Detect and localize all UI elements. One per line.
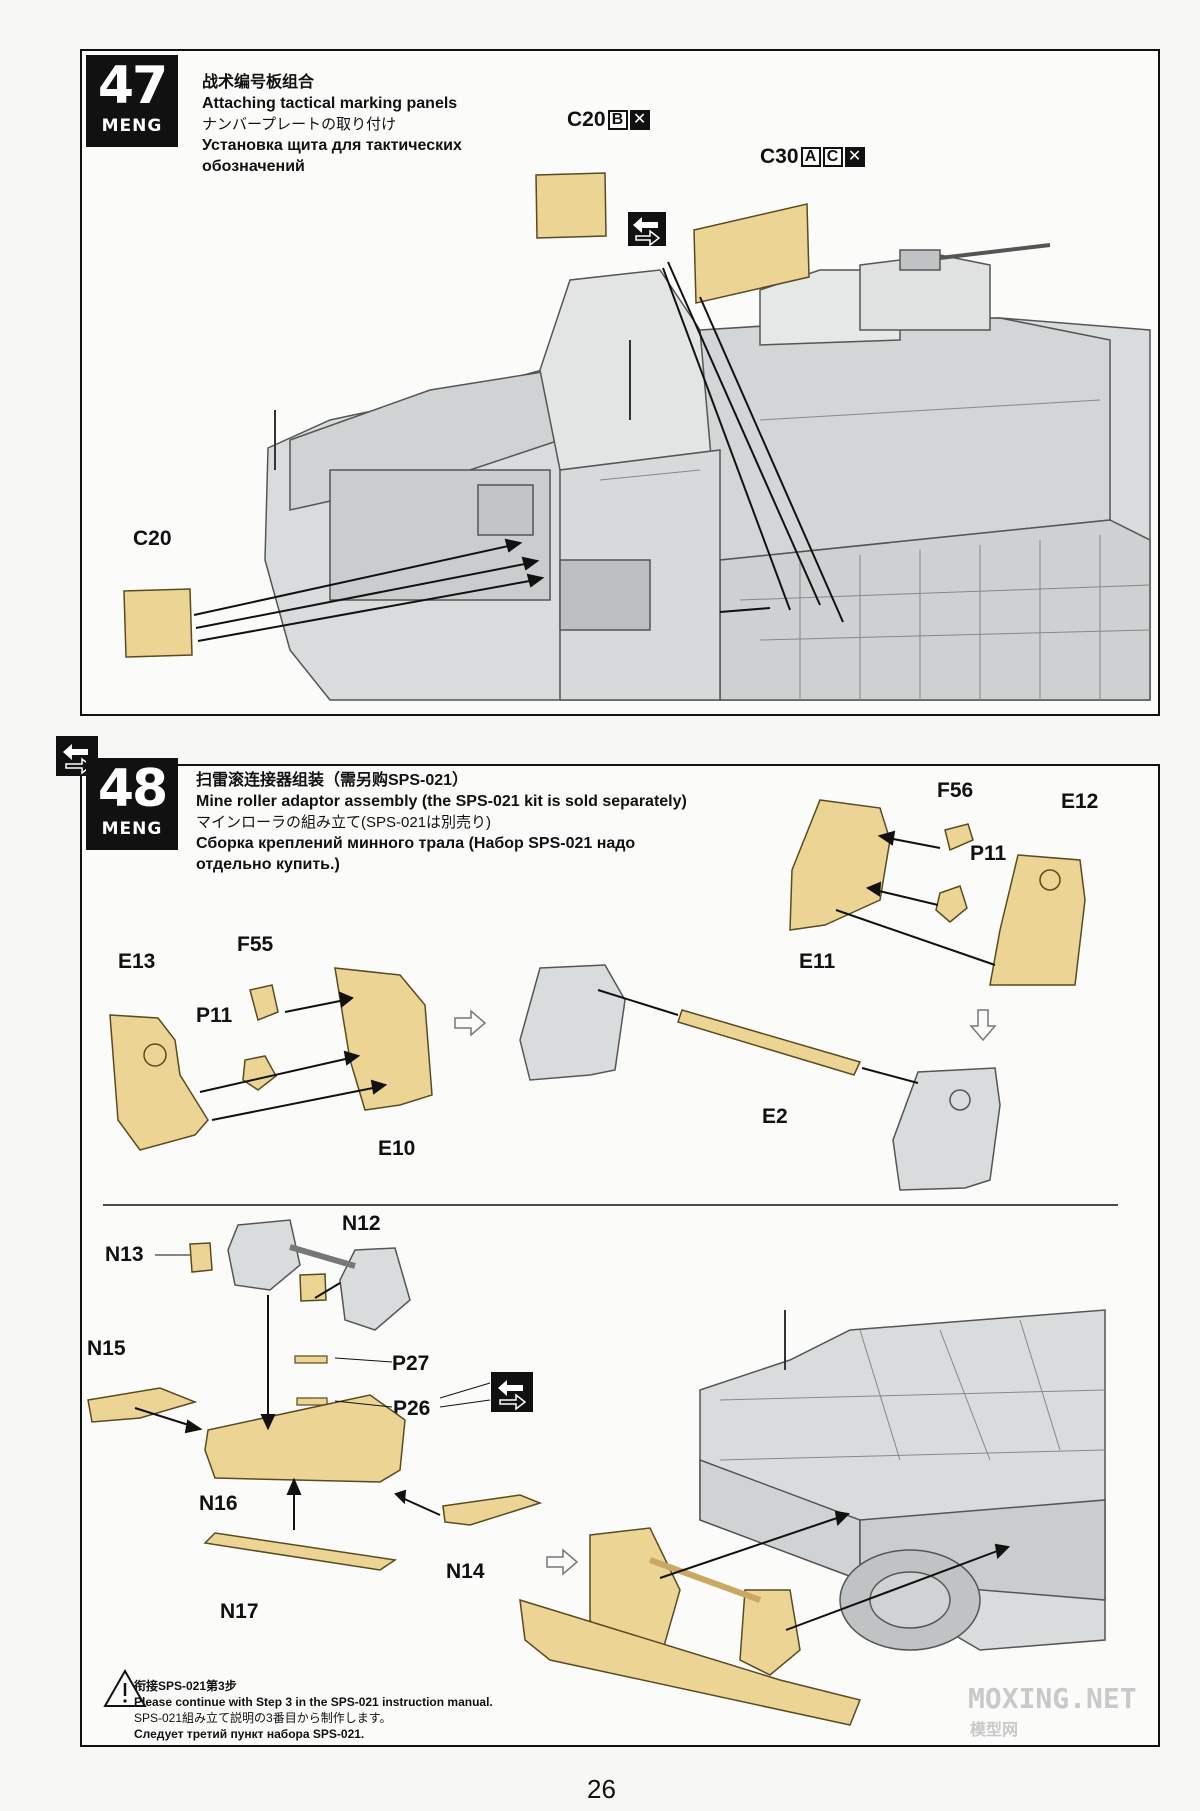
swap-alternative-icon: [491, 1372, 533, 1412]
step-48-title-ru-2: отдельно купить.): [196, 856, 340, 873]
step-47-title-ru-2: обозначений: [202, 158, 305, 175]
part-rod-grey: [289, 1244, 356, 1269]
brand-logo: MENG: [101, 116, 163, 136]
part-c20-top-panel: [535, 172, 607, 239]
part-e13: [109, 1014, 209, 1151]
part-label-e11: E11: [799, 950, 836, 973]
part-label-e2: E2: [762, 1105, 788, 1128]
assembly-arrows: [199, 830, 996, 1121]
part-c30-panel: [693, 203, 810, 304]
vehicle-front: [699, 1309, 1106, 1651]
part-n16: [204, 1394, 406, 1483]
part-p27: [294, 1355, 328, 1364]
part-f55: [249, 984, 279, 1022]
part-label-e12: E12: [1061, 790, 1099, 813]
part-label-n15: N15: [87, 1337, 126, 1360]
assembly-arrows: [193, 261, 844, 642]
note-en: Please continue with Step 3 in the SPS-0…: [134, 1695, 493, 1709]
assembled-bracket-right: [892, 1067, 1001, 1191]
part-e12: [989, 854, 1086, 986]
step-48-badge: 48 MENG: [86, 758, 178, 850]
part-label-f55: F55: [237, 933, 274, 956]
part-label-p26: P26: [393, 1397, 431, 1420]
part-p11-left: [242, 1055, 277, 1091]
version-excluded-icon: ✕: [629, 110, 650, 131]
part-hole: [949, 1089, 971, 1111]
part-e11: [789, 799, 891, 931]
part-hole: [143, 1043, 167, 1067]
part-label-p11-left: P11: [196, 1004, 233, 1027]
step-48-titles: 扫雷滚连接器组装（需另购SPS-021） Mine roller adaptor…: [196, 770, 687, 875]
version-code-a: A: [800, 147, 821, 168]
step-48-number: 48: [97, 759, 168, 819]
part-c20-side-panel: [123, 588, 193, 658]
assembled-bracket-left: [519, 964, 626, 1081]
part-p26: [296, 1397, 328, 1406]
vehicle-hull: [264, 243, 1151, 701]
watermark-sub: 模型网: [970, 1720, 1019, 1739]
part-label-e13: E13: [118, 950, 156, 973]
step-48-title-en: Mine roller adaptor assembly (the SPS-02…: [196, 793, 687, 810]
watermark-main: MOXING.NET: [968, 1682, 1137, 1715]
hull-panel-lines: [599, 399, 1151, 700]
part-bracket-grey: [339, 1247, 411, 1331]
step-47-title-ja: ナンバープレートの取り付け: [202, 116, 397, 133]
part-n13: [189, 1242, 213, 1273]
part-n12: [299, 1273, 327, 1302]
note-ru: Следует третий пункт набора SPS-021.: [134, 1727, 365, 1741]
part-label-n14: N14: [446, 1560, 485, 1583]
assembled-adaptor-base: [519, 1598, 862, 1726]
step-47-number: 47: [97, 56, 168, 116]
part-label-n17: N17: [220, 1600, 259, 1623]
step-48-title-zh: 扫雷滚连接器组装（需另购SPS-021）: [196, 772, 469, 789]
part-hole: [1039, 869, 1061, 891]
part-label-c20-side: C20: [133, 527, 172, 550]
note-ja: SPS-021組み立て説明の3番目から制作します。: [134, 1711, 392, 1725]
part-p11-right: [935, 885, 968, 923]
page-number: 26: [587, 1774, 616, 1804]
step-47-illustration: [123, 172, 1151, 701]
part-label-n13: N13: [105, 1243, 144, 1266]
part-label-e10: E10: [378, 1137, 416, 1160]
step-47-title-zh: 战术编号板组合: [202, 74, 315, 91]
vehicle-front-details: [719, 1310, 1106, 1461]
step-48-title-ja: マインローラの組み立て(SPS-021は別売り): [196, 814, 492, 831]
brand-logo: MENG: [101, 819, 163, 839]
part-e2-rod: [677, 1009, 862, 1076]
step-47-titles: 战术编号板组合 Attaching tactical marking panel…: [202, 72, 462, 177]
antenna: [274, 340, 631, 470]
part-label-p11-right: P11: [970, 842, 1007, 865]
continue-note: 衔接SPS-021第3步 Please continue with Step 3…: [134, 1678, 493, 1742]
note-zh: 衔接SPS-021第3步: [134, 1679, 237, 1693]
step-47-title-ru-1: Установка щита для тактических: [202, 137, 462, 154]
swap-alternative-icon: [628, 212, 666, 247]
step-47-badge: 47 MENG: [86, 55, 178, 147]
assembly-arrows: [134, 1254, 491, 1530]
assembly-arrows: [659, 1510, 1011, 1631]
version-code-c: C: [822, 147, 843, 168]
step-47-title-en: Attaching tactical marking panels: [202, 95, 458, 112]
part-bracket-grey: [227, 1219, 301, 1291]
part-label-f56: F56: [937, 779, 974, 802]
part-f56: [944, 823, 974, 852]
assembled-adaptor-bracket: [739, 1589, 801, 1676]
step-48-title-ru-1: Сборка креплений минного трала (Набор SP…: [196, 835, 636, 852]
assembled-adaptor-rod: [648, 1557, 762, 1603]
part-n17: [203, 1532, 398, 1571]
hollow-arrow-icon: [454, 1009, 997, 1576]
part-label-n12: N12: [342, 1212, 381, 1235]
part-n14: [442, 1494, 543, 1526]
version-code-b: B: [607, 110, 628, 131]
part-label-n16: N16: [199, 1492, 238, 1515]
warning-icon: [103, 1668, 147, 1707]
part-label-p27: P27: [392, 1352, 430, 1375]
part-e10: [334, 967, 433, 1111]
version-excluded-icon: ✕: [844, 147, 865, 168]
part-n15: [87, 1387, 198, 1423]
